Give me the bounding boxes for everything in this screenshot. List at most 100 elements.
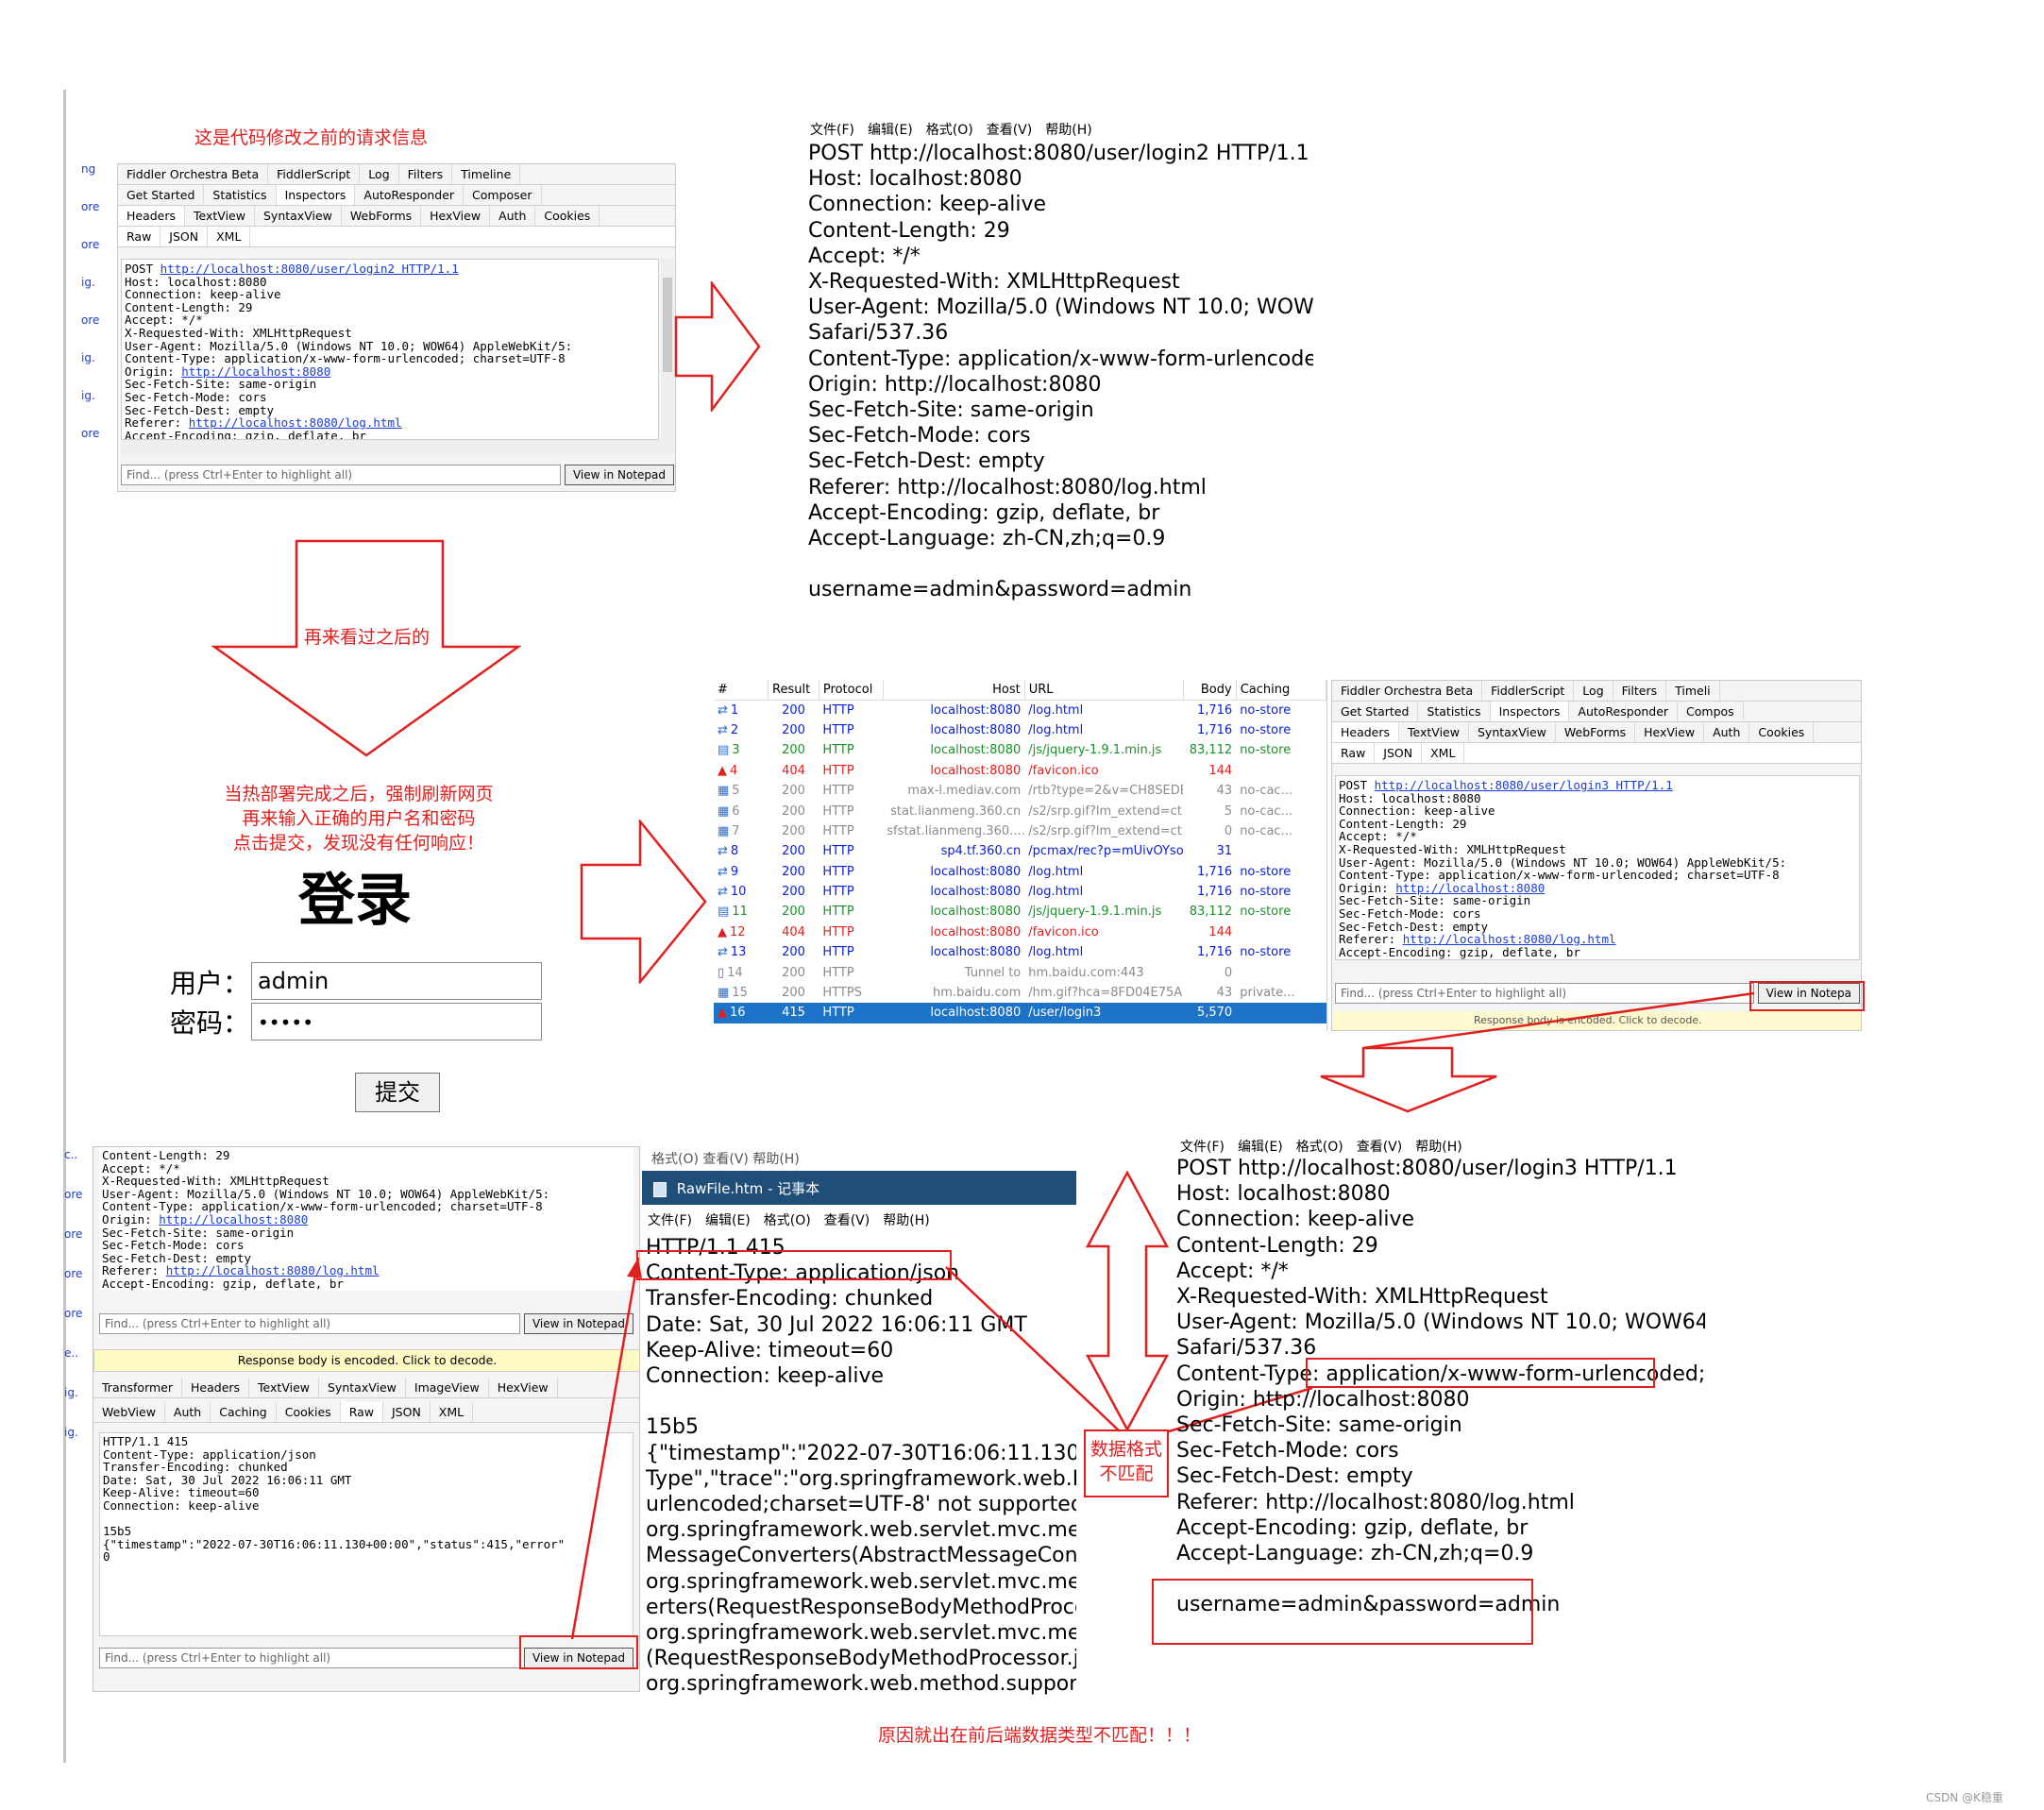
notepad-menu-item[interactable]: 帮助(H) [1045, 123, 1092, 138]
tab-cookies[interactable]: Cookies [1749, 722, 1815, 742]
find-input-bottom2[interactable]: Find... (press Ctrl+Enter to highlight a… [99, 1648, 520, 1668]
submit-button[interactable]: 提交 [355, 1073, 440, 1112]
resp-tab-auth[interactable]: Auth [165, 1402, 211, 1422]
tool-filters[interactable]: Filters [399, 164, 453, 184]
tool-compos[interactable]: Compos [1678, 702, 1744, 721]
tool-timeline[interactable]: Timeline [452, 164, 521, 184]
tool-filters[interactable]: Filters [1613, 681, 1667, 701]
notepad-menu-item[interactable]: 格式(O) [1295, 1140, 1343, 1155]
tab-hexview[interactable]: HexView [421, 206, 491, 226]
tool-autoresponder[interactable]: AutoResponder [1569, 702, 1679, 721]
subtab-raw[interactable]: Raw [1332, 743, 1376, 763]
column-header-result[interactable]: Result [768, 680, 819, 701]
resp-tab-caching[interactable]: Caching [211, 1402, 277, 1422]
column-header-caching[interactable]: Caching [1236, 680, 1326, 701]
raw-line-link[interactable]: http://localhost:8080 [159, 1211, 309, 1226]
tool-autoresponder[interactable]: AutoResponder [355, 185, 465, 205]
notepad-menu-item[interactable]: 查看(V) [986, 123, 1033, 138]
resp-tab-transformer[interactable]: Transformer [93, 1378, 183, 1397]
notepad-menu-item[interactable]: 编辑(E) [704, 1213, 751, 1228]
column-header-host[interactable]: Host [883, 680, 1025, 701]
tab-webforms[interactable]: WebForms [1556, 722, 1636, 742]
vertical-scrollbar[interactable] [661, 259, 674, 440]
tab-auth[interactable]: Auth [1704, 722, 1750, 742]
tool-statistics[interactable]: Statistics [204, 185, 277, 205]
notepad-menu-item[interactable]: 帮助(H) [883, 1213, 930, 1228]
tab-syntaxview[interactable]: SyntaxView [255, 206, 342, 226]
column-header-[interactable]: # [714, 680, 769, 701]
notepad-menu-item[interactable]: 格式(O) [763, 1213, 811, 1228]
tool-fiddler-orchestra-beta[interactable]: Fiddler Orchestra Beta [118, 164, 269, 184]
subtab-json[interactable]: JSON [160, 227, 209, 246]
tool-fiddler-orchestra-beta[interactable]: Fiddler Orchestra Beta [1332, 681, 1483, 701]
horizontal-scrollbar[interactable] [121, 440, 674, 454]
tab-webforms[interactable]: WebForms [342, 206, 422, 226]
raw-line-link[interactable]: http://localhost:8080 [1395, 880, 1546, 895]
find-input-bottom1[interactable]: Find... (press Ctrl+Enter to highlight a… [99, 1313, 520, 1334]
resp-tab-textview[interactable]: TextView [249, 1378, 319, 1397]
view-in-notepad-button-bottom1[interactable]: View in Notepad [523, 1313, 633, 1334]
raw-line-link[interactable]: http://localhost:8080/log.html [165, 1263, 380, 1278]
resp-tab-headers[interactable]: Headers [182, 1378, 250, 1397]
raw-line-link[interactable]: http://localhost:8080/log.html [188, 415, 402, 431]
tab-cookies[interactable]: Cookies [535, 206, 600, 226]
tool-log[interactable]: Log [360, 164, 399, 184]
username-input[interactable]: admin [251, 962, 542, 1000]
notepad-menu-item[interactable]: 查看(V) [1356, 1140, 1403, 1155]
notepad-menu-item[interactable]: 格式(O) [925, 123, 973, 138]
column-header-body[interactable]: Body [1183, 680, 1237, 701]
tab-headers[interactable]: Headers [118, 206, 186, 226]
find-input-mid[interactable]: Find... (press Ctrl+Enter to highlight a… [1335, 983, 1754, 1004]
subtab-xml[interactable]: XML [208, 227, 251, 246]
tool-composer[interactable]: Composer [464, 185, 542, 205]
notepad-menu-item[interactable]: 编辑(E) [867, 123, 913, 138]
tab-hexview[interactable]: HexView [1635, 722, 1705, 742]
find-input[interactable]: Find... (press Ctrl+Enter to highlight a… [121, 465, 561, 485]
tool-fiddlerscript[interactable]: FiddlerScript [268, 164, 361, 184]
column-header-protocol[interactable]: Protocol [819, 680, 884, 701]
view-in-notepad-button[interactable]: View in Notepad [564, 465, 674, 485]
tool-inspectors[interactable]: Inspectors [1490, 702, 1570, 721]
raw-line-link[interactable]: http://localhost:8080/user/login2 HTTP/1… [160, 262, 459, 276]
tool-log[interactable]: Log [1574, 681, 1613, 701]
tab-textview[interactable]: TextView [1399, 722, 1469, 742]
notepad-menu-item[interactable]: 查看(V) [823, 1213, 870, 1228]
resp-tab-hexview[interactable]: HexView [489, 1378, 558, 1397]
resp-tab-xml[interactable]: XML [431, 1402, 474, 1422]
resp-tab-syntaxview[interactable]: SyntaxView [319, 1378, 406, 1397]
tab-headers[interactable]: Headers [1332, 722, 1400, 742]
resp-tab-imageview[interactable]: ImageView [406, 1378, 489, 1397]
notepad-menu-item[interactable]: 文件(F) [1180, 1140, 1225, 1155]
tool-get-started[interactable]: Get Started [118, 185, 205, 205]
tool-statistics[interactable]: Statistics [1418, 702, 1491, 721]
notepad-menu-item[interactable]: 编辑(E) [1237, 1140, 1283, 1155]
view-in-notepad-button-mid[interactable]: View in Notepa [1757, 983, 1860, 1004]
notepad-menu-item[interactable]: 文件(F) [648, 1213, 692, 1228]
subtab-raw[interactable]: Raw [118, 227, 161, 246]
tab-auth[interactable]: Auth [490, 206, 536, 226]
tab-syntaxview[interactable]: SyntaxView [1469, 722, 1556, 742]
notepad-menu-item[interactable]: 文件(F) [810, 123, 854, 138]
resp-tab-cookies[interactable]: Cookies [277, 1402, 341, 1422]
tool-inspectors[interactable]: Inspectors [276, 185, 356, 205]
subtab-json[interactable]: JSON [1375, 743, 1423, 763]
column-header-url[interactable]: URL [1024, 680, 1184, 701]
resp-tab-webview[interactable]: WebView [93, 1402, 165, 1422]
raw-line-link[interactable]: http://localhost:8080/user/login3 HTTP/1… [1374, 778, 1673, 792]
notepad-menu-item[interactable]: 帮助(H) [1415, 1140, 1462, 1155]
